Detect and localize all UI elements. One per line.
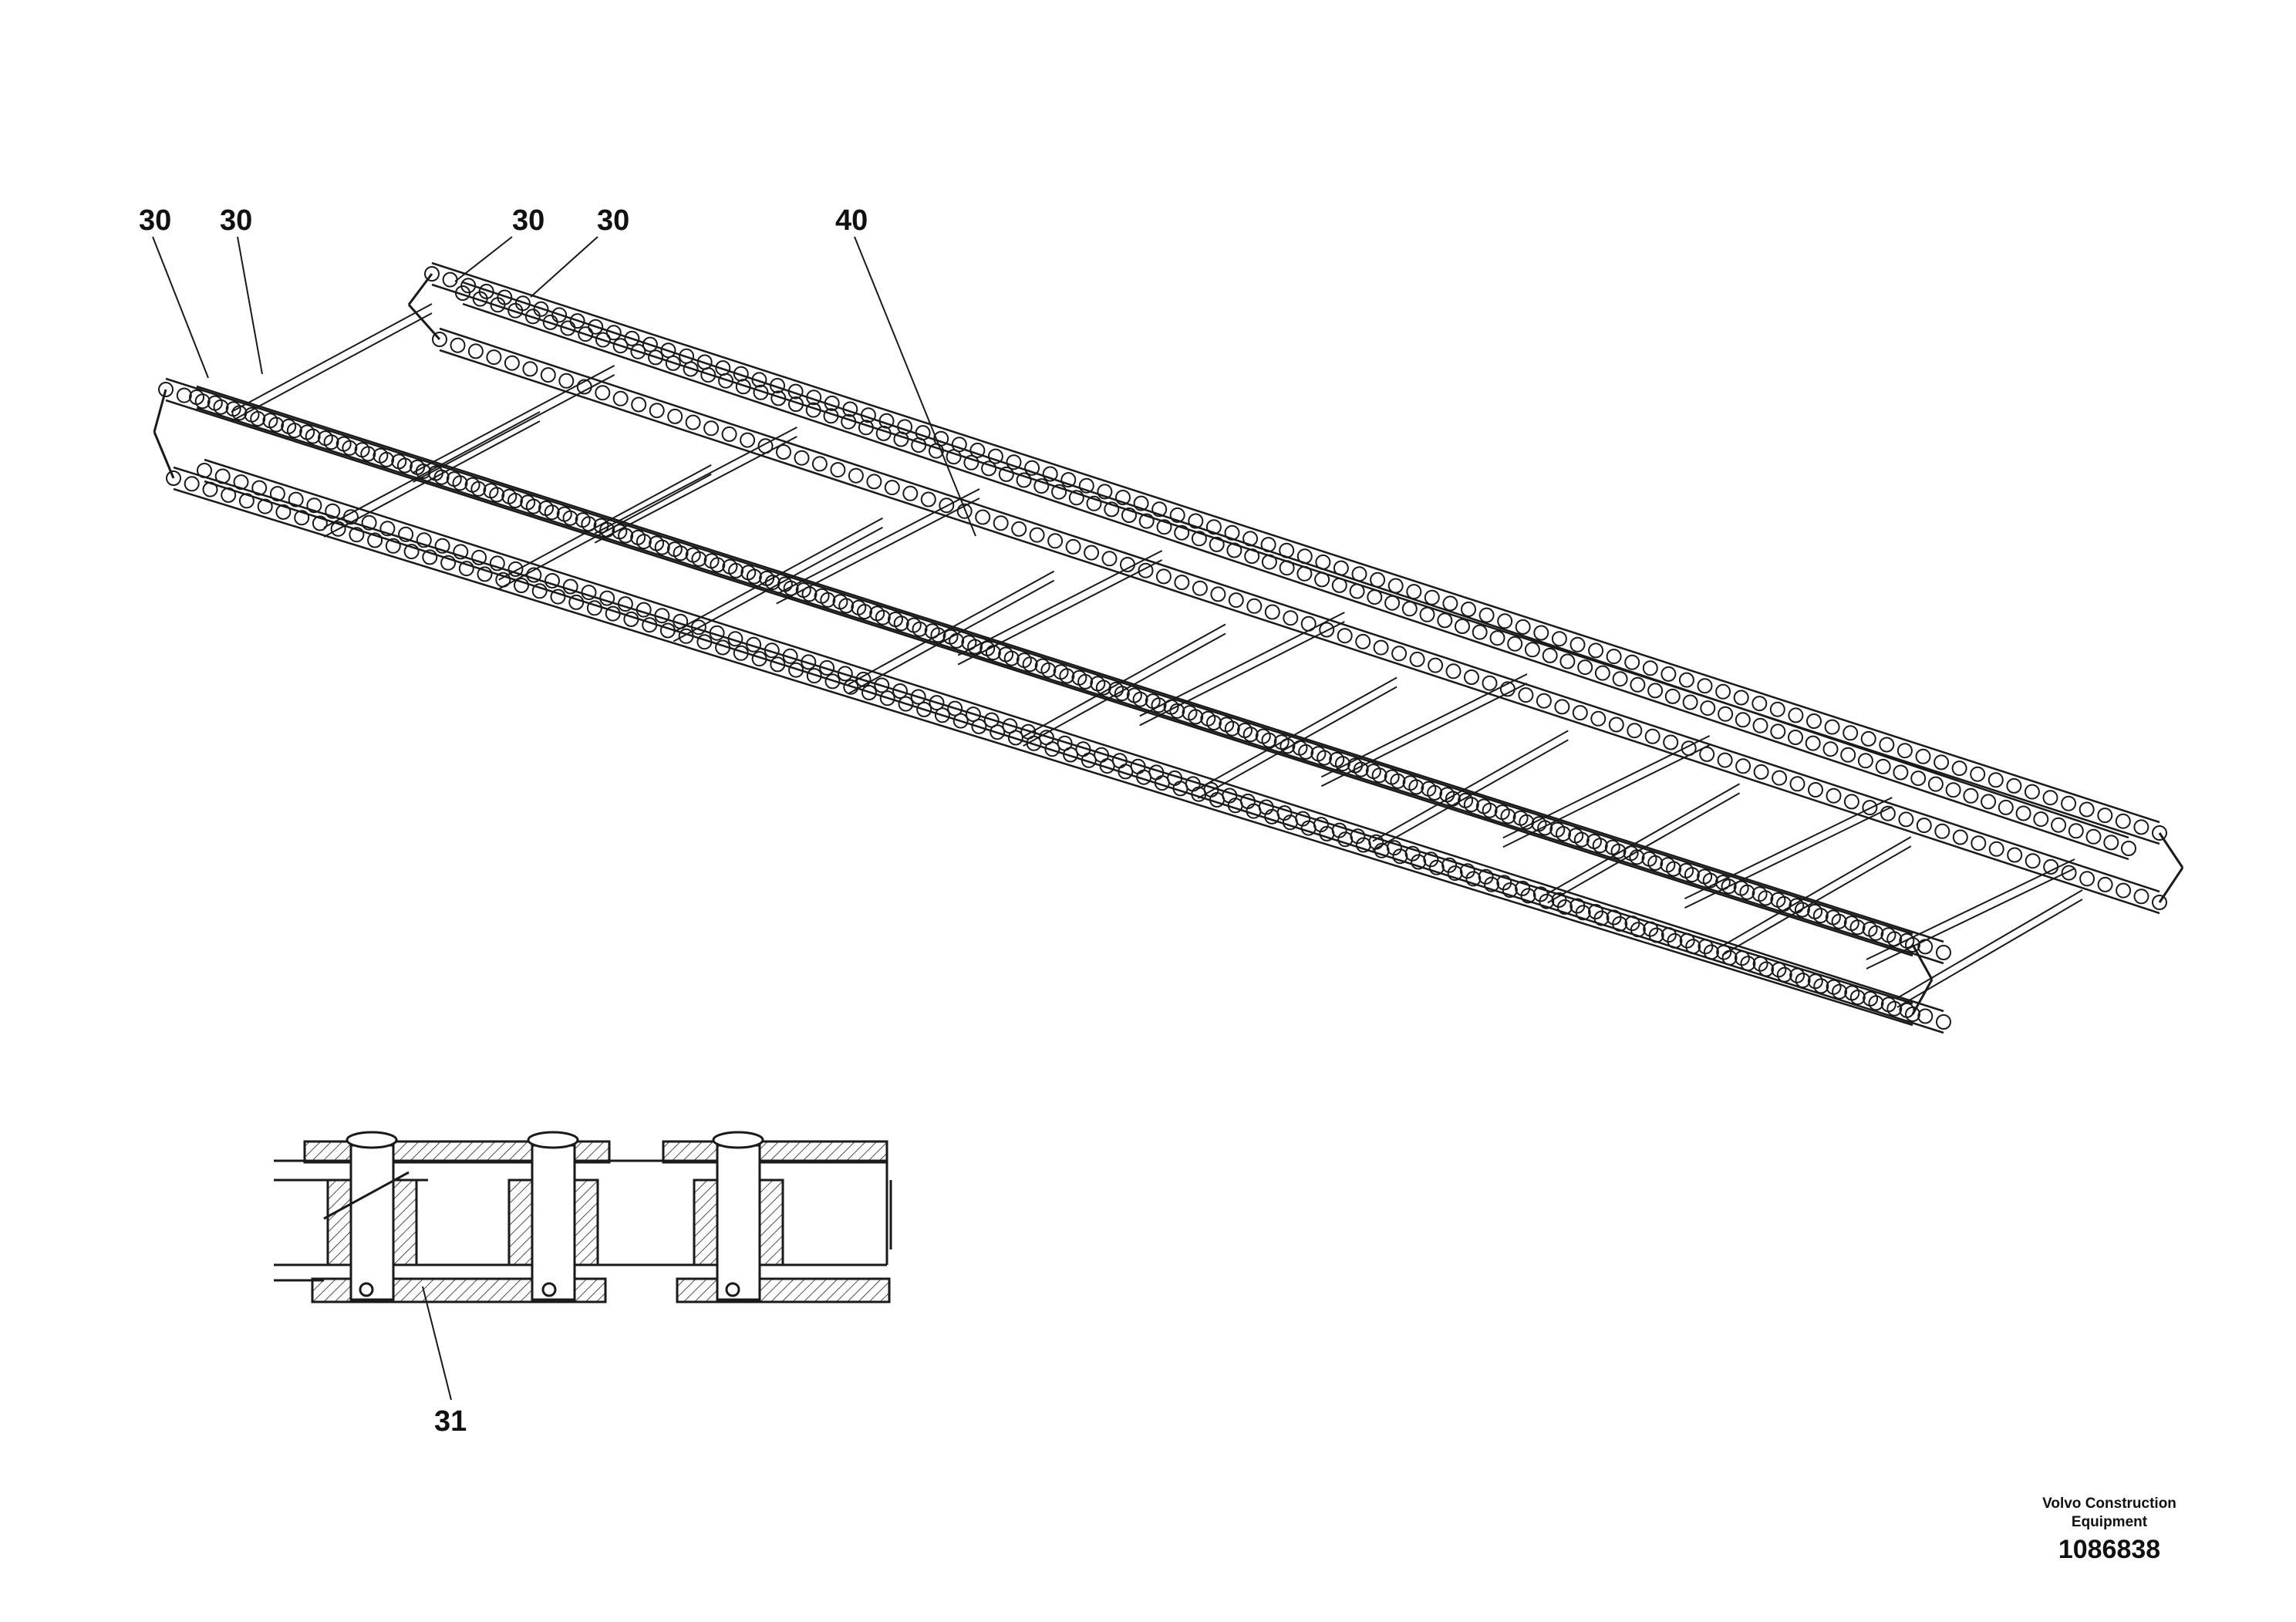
brand-name-line2: Equipment <box>2071 1514 2148 1530</box>
chain-link-section-icon <box>274 1131 892 1303</box>
roller-chain-conveyor-icon <box>153 261 2184 1034</box>
footer-brand-block: Volvo Construction Equipment 1086838 <box>1986 1495 2233 1567</box>
callout-31: 31 <box>434 1405 467 1438</box>
leader-lines <box>152 236 976 1401</box>
callout-30-c: 30 <box>512 204 544 237</box>
callout-40: 40 <box>835 204 868 237</box>
callout-30-a: 30 <box>139 204 171 237</box>
drawing-number: 1086838 <box>2058 1535 2161 1564</box>
brand-name-line1: Volvo Construction <box>2042 1496 2176 1512</box>
callout-30-d: 30 <box>597 204 629 237</box>
callout-30-b: 30 <box>220 204 252 237</box>
